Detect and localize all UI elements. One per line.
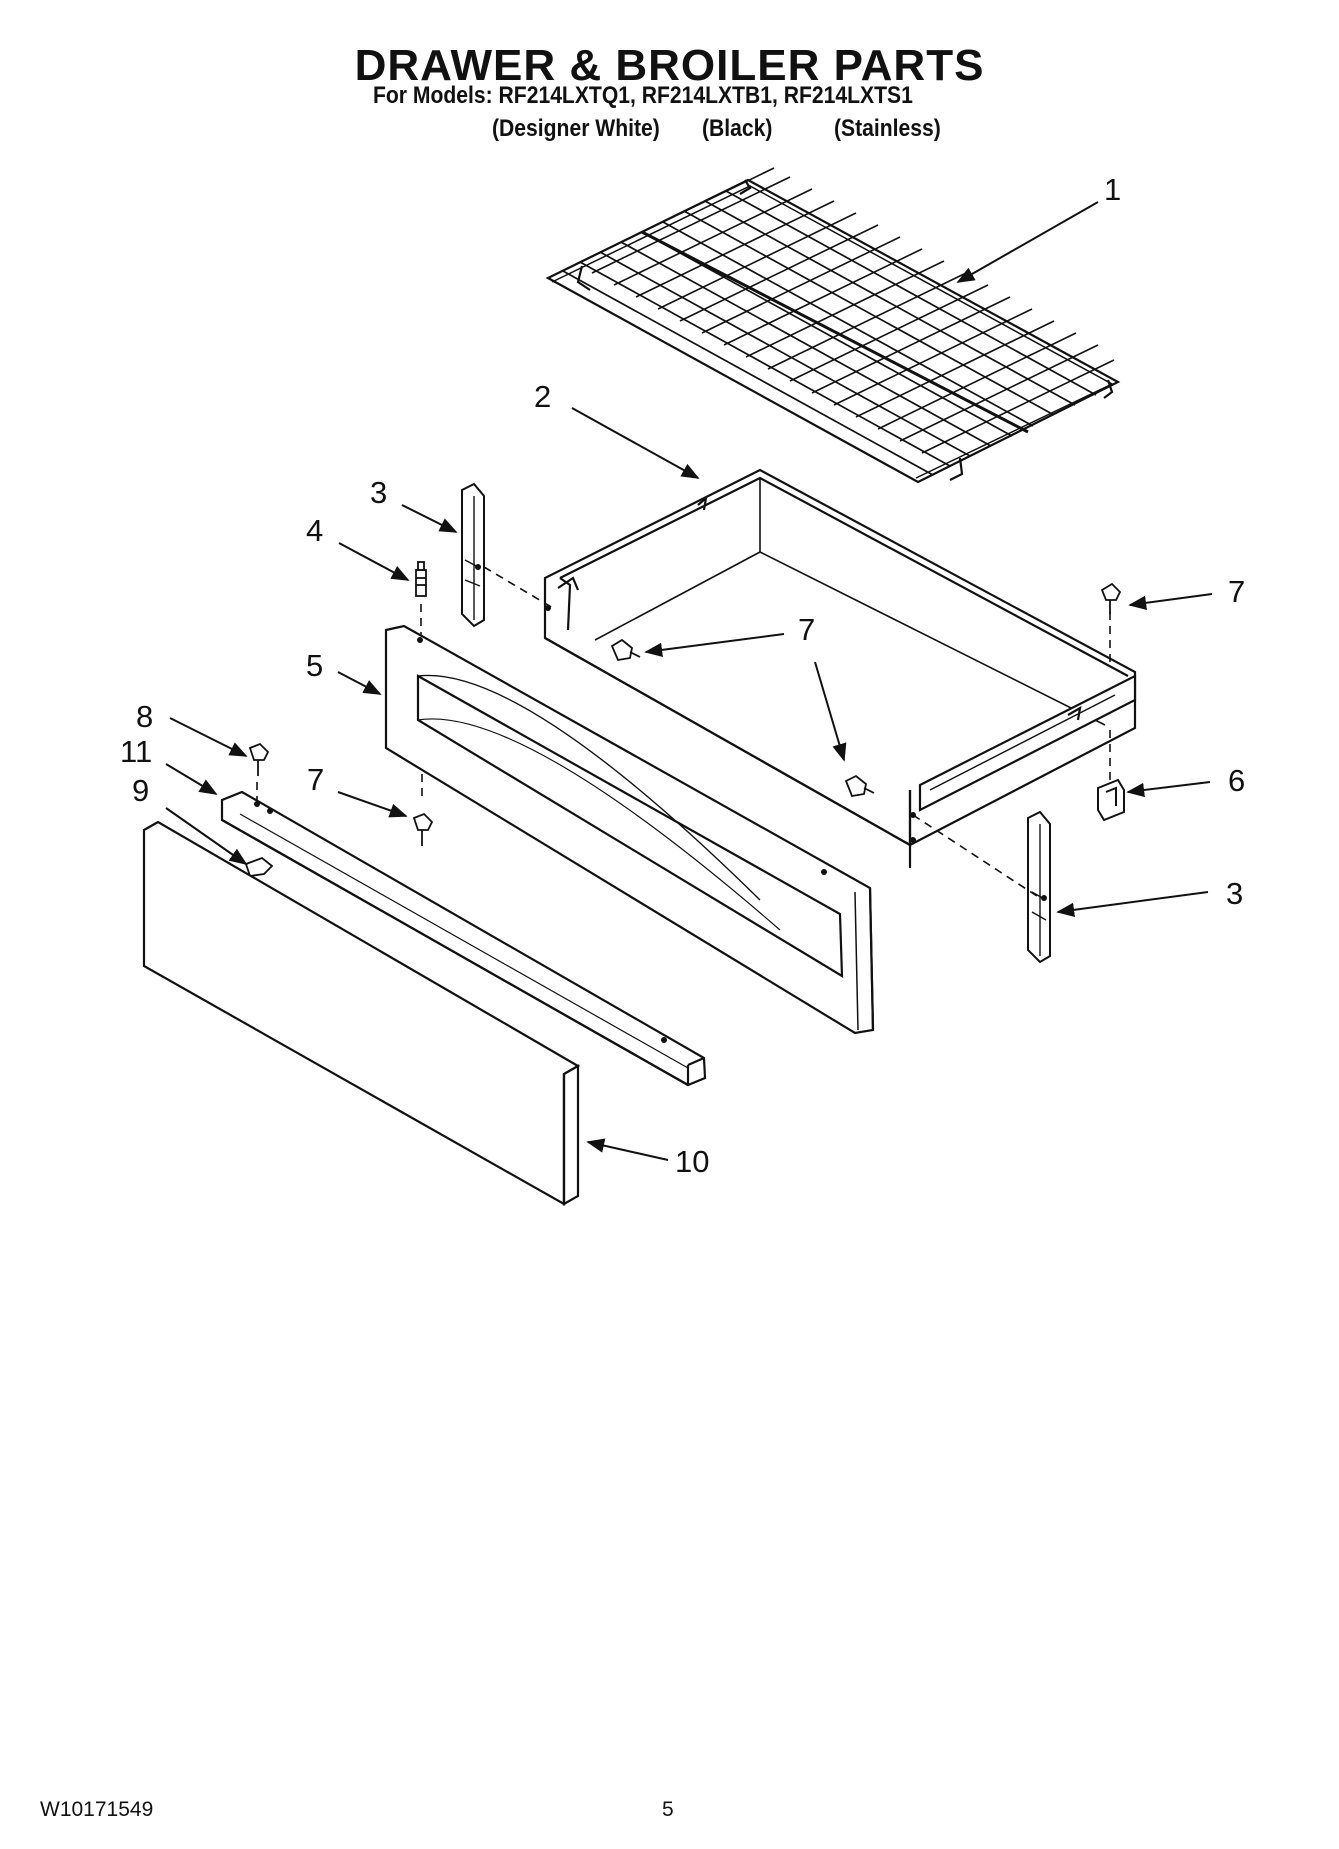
screw-upper-left	[610, 638, 641, 662]
finish-stainless: (Stainless)	[834, 115, 941, 142]
trim-screw	[248, 742, 270, 776]
screw-middle	[844, 774, 875, 798]
callout-3-right: 3	[1226, 876, 1243, 911]
drawer-inner-panel	[384, 624, 875, 1035]
callout-7-left: 7	[307, 762, 324, 797]
callout-6: 6	[1228, 763, 1245, 798]
callout-7-right: 7	[1228, 574, 1245, 609]
finish-designer-white: (Designer White)	[492, 115, 660, 142]
screw-upper-right	[1100, 582, 1122, 614]
callout-11: 11	[120, 734, 152, 769]
callout-5: 5	[306, 648, 323, 683]
callout-3-left: 3	[370, 475, 387, 510]
callout-10: 10	[675, 1144, 709, 1179]
screw-lower-left	[412, 812, 434, 846]
guide-pin	[415, 561, 427, 597]
page-number: 5	[662, 1798, 674, 1821]
callout-7-center: 7	[798, 612, 815, 647]
models-line: For Models: RF214LXTQ1, RF214LXTB1, RF21…	[373, 82, 913, 109]
callout-1: 1	[1104, 172, 1121, 207]
leader-arrows	[165, 201, 1213, 1161]
drawer-bracket-right	[1027, 810, 1051, 964]
document-number: W10171549	[40, 1798, 154, 1821]
broiler-rack	[545, 167, 1121, 484]
callout-8: 8	[136, 699, 153, 734]
callout-4: 4	[306, 513, 323, 548]
drawer-front-panel	[142, 820, 581, 1206]
callout-9: 9	[132, 773, 149, 808]
drawer-bracket-left	[461, 482, 485, 628]
screw-icons	[412, 582, 1122, 846]
trim-clip	[244, 856, 274, 877]
broiler-pan	[543, 468, 1137, 868]
drawer-clip	[1097, 778, 1125, 822]
drawer-trim-bar	[220, 790, 707, 1087]
page-title: DRAWER & BROILER PARTS	[354, 41, 985, 90]
callout-2: 2	[534, 379, 551, 414]
finish-black: (Black)	[702, 115, 773, 142]
